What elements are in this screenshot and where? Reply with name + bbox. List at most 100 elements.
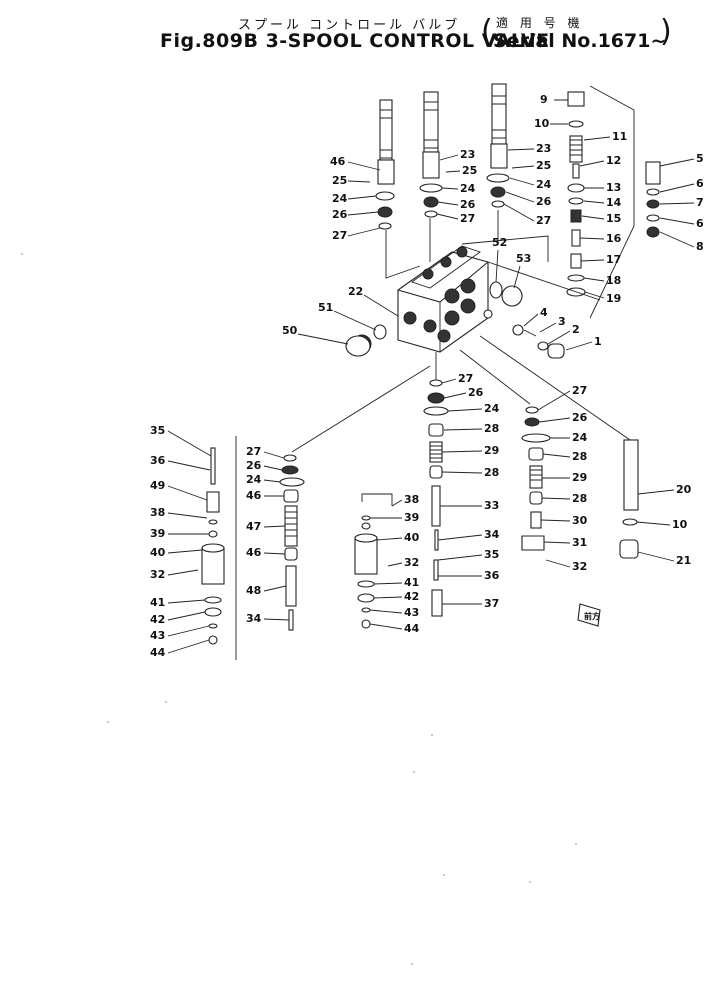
callout-label: 13: [606, 181, 621, 194]
scan-noise: [21, 253, 577, 965]
callout-label: 25: [462, 164, 477, 177]
callout-label: 40: [404, 531, 420, 544]
callout-label: 20: [676, 483, 692, 496]
callout-label: 43: [150, 629, 165, 642]
serial-label-japanese: 適 用 号 機: [496, 16, 584, 30]
callout-label: 36: [150, 454, 166, 467]
callout-label: 11: [612, 130, 627, 143]
callout-label: 22: [348, 285, 363, 298]
callout-label: 40: [150, 546, 166, 559]
leader-lines: [167, 99, 695, 654]
callout-label: 34: [484, 528, 500, 541]
callout-label: 41: [404, 576, 419, 589]
callout-label: 42: [404, 590, 419, 603]
callout-label: 39: [150, 527, 165, 540]
callout-label: 7: [696, 196, 704, 209]
callout-label: 24: [572, 431, 588, 444]
plug-top-right: [489, 281, 523, 307]
direction-mark-label: 前方: [584, 611, 600, 621]
callout-label: 17: [606, 253, 621, 266]
front-direction-mark: 前方: [577, 603, 601, 627]
callout-label: 26: [536, 195, 552, 208]
callout-label: 49: [150, 479, 165, 492]
relief-valve-stack: [566, 91, 586, 297]
callout-label: 24: [460, 182, 476, 195]
callout-labels: 9 10 11 12 13 14 15 16 17 18 19 5 6 7 6 …: [150, 93, 704, 659]
lower-left-spring-stack: [279, 454, 305, 631]
callout-label: 35: [484, 548, 499, 561]
callout-label: 26: [572, 411, 588, 424]
callout-label: 44: [150, 646, 166, 659]
callout-label: 39: [404, 511, 419, 524]
check-valve-stack: [645, 161, 661, 238]
callout-label: 25: [536, 159, 551, 172]
callout-label: 27: [246, 445, 261, 458]
plug-side-right: [512, 324, 565, 359]
callout-label: 24: [536, 178, 552, 191]
lower-left-stack: [201, 447, 225, 645]
callout-label: 19: [606, 292, 621, 305]
callout-label: 53: [516, 252, 531, 265]
callout-label: 51: [318, 301, 333, 314]
callout-label: 26: [332, 208, 348, 221]
lower-middle-stack: [354, 515, 378, 629]
callout-label: 15: [606, 212, 621, 225]
valve-body: [397, 245, 493, 353]
callout-label: 28: [572, 492, 587, 505]
callout-label: 12: [606, 154, 621, 167]
callout-label: 42: [150, 613, 165, 626]
callout-label: 18: [606, 274, 621, 287]
callout-label: 38: [404, 493, 419, 506]
callout-label: 14: [606, 196, 622, 209]
callout-label: 43: [404, 606, 419, 619]
callout-label: 46: [330, 155, 346, 168]
callout-label: 38: [150, 506, 165, 519]
callout-label: 35: [150, 424, 165, 437]
callout-label: 32: [572, 560, 587, 573]
bottom-center-stack: [423, 379, 449, 617]
callout-label: 9: [540, 93, 548, 106]
callout-label: 1: [594, 335, 602, 348]
callout-label: 26: [460, 198, 476, 211]
top-spool-middle: [419, 91, 443, 218]
callout-label: 46: [246, 489, 262, 502]
callout-label: 24: [484, 402, 500, 415]
top-spool-right: [486, 83, 510, 208]
callout-label: 36: [484, 569, 500, 582]
callout-label: 24: [332, 192, 348, 205]
callout-label: 27: [332, 229, 347, 242]
callout-label: 46: [246, 546, 262, 559]
top-spool-left: [375, 99, 395, 230]
callout-label: 31: [572, 536, 587, 549]
callout-label: 26: [246, 459, 262, 472]
plug-side-left: [345, 324, 387, 357]
callout-label: 27: [536, 214, 551, 227]
callout-label: 24: [246, 473, 262, 486]
callout-label: 33: [484, 499, 499, 512]
callout-label: 32: [150, 568, 165, 581]
serial-paren-close: ): [660, 14, 672, 49]
callout-label: 37: [484, 597, 499, 610]
callout-label: 27: [460, 212, 475, 225]
callout-label: 29: [572, 471, 587, 484]
callout-label: 10: [672, 518, 688, 531]
callout-label: 32: [404, 556, 419, 569]
callout-label: 10: [534, 117, 550, 130]
callout-label: 27: [572, 384, 587, 397]
callout-label: 8: [696, 240, 704, 253]
callout-label: 3: [558, 315, 566, 328]
callout-label: 29: [484, 444, 499, 457]
figure-title-japanese: スプール コントロール バルブ: [238, 18, 461, 33]
callout-label: 21: [676, 554, 691, 567]
callout-label: 6: [696, 177, 704, 190]
figure-title: Fig.809B 3-SPOOL CONTROL VALVE: [160, 30, 550, 52]
serial-number-range: Serial No.1671~: [493, 30, 667, 52]
callout-label: 28: [484, 422, 499, 435]
serial-paren-open: (: [481, 14, 493, 49]
callout-label: 28: [572, 450, 587, 463]
callout-label: 25: [332, 174, 347, 187]
callout-label: 48: [246, 584, 261, 597]
callout-label: 16: [606, 232, 622, 245]
callout-label: 52: [492, 236, 507, 249]
